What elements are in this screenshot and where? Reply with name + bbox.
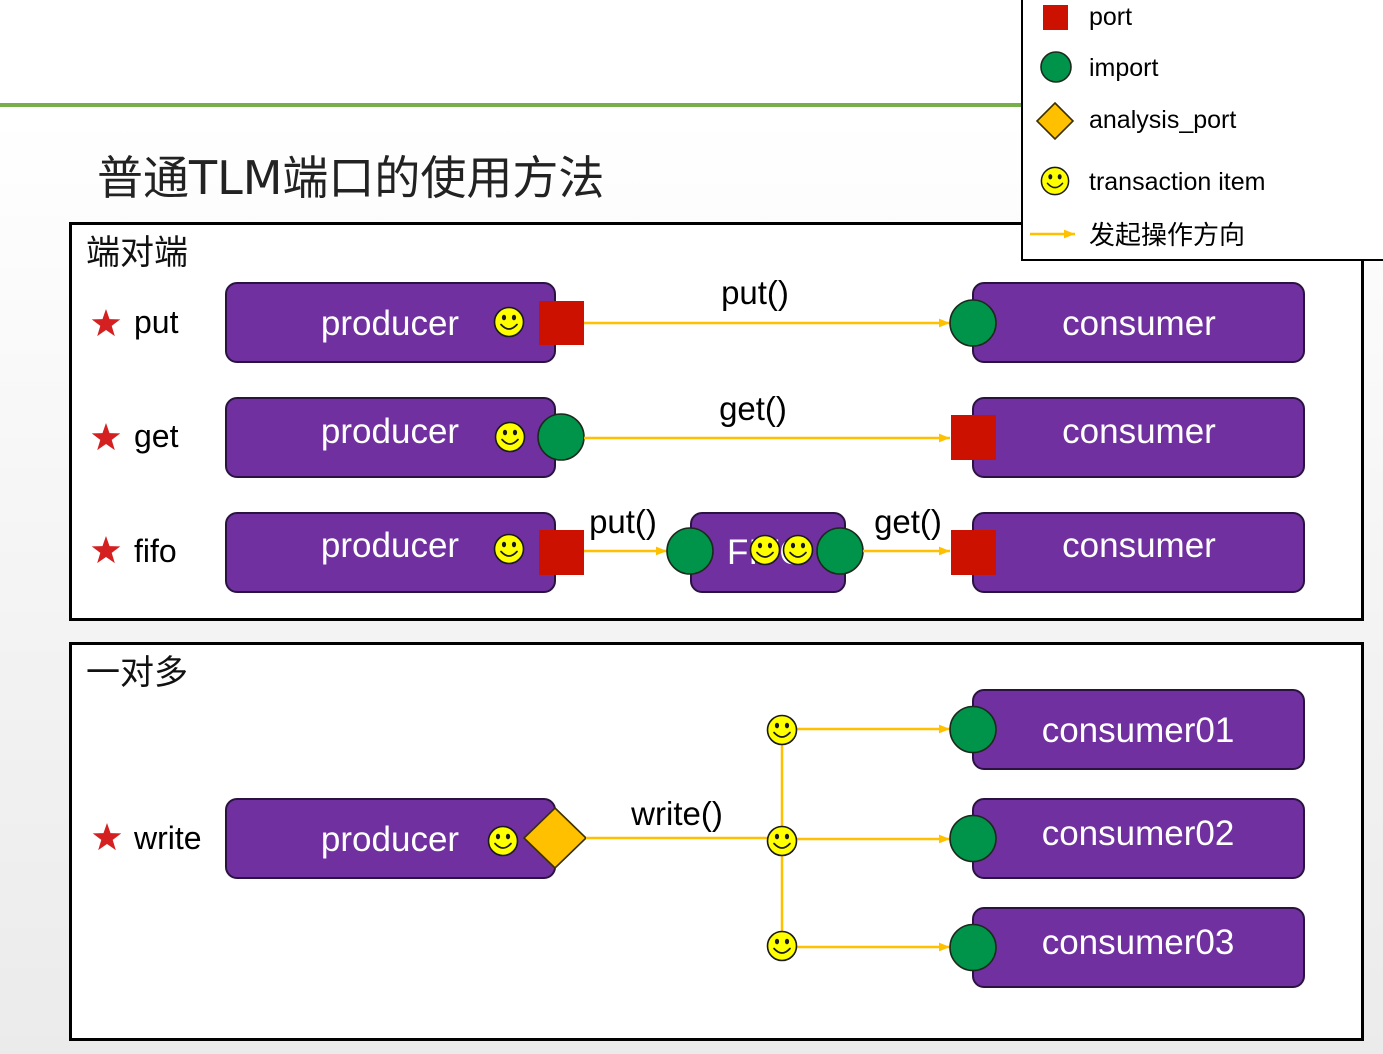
import-circle-icon bbox=[949, 923, 997, 972]
producer-label: producer bbox=[321, 526, 459, 565]
analysis-port-diamond-icon bbox=[1035, 101, 1075, 141]
legend-box bbox=[1021, 0, 1383, 261]
legend: port import analysis_port transaction it… bbox=[1021, 0, 1383, 261]
legend-label-transaction: transaction item bbox=[1089, 168, 1265, 196]
one-to-many-label: 一对多 bbox=[86, 653, 188, 693]
end-to-end-panel: 端对端 put producer put() consumer get prod… bbox=[69, 222, 1364, 621]
legend-label-analysis-port: analysis_port bbox=[1089, 106, 1236, 134]
port-square-icon bbox=[539, 530, 584, 575]
smiley-icon bbox=[493, 533, 525, 565]
import-circle-icon bbox=[666, 527, 714, 575]
header-rule bbox=[0, 103, 1022, 107]
star-icon bbox=[91, 536, 121, 564]
row-get: get producer get() consumer bbox=[91, 390, 1305, 478]
legend-label-direction: 发起操作方向 bbox=[1089, 221, 1245, 251]
write-call-label: write() bbox=[630, 795, 723, 832]
legend-label-port: port bbox=[1089, 3, 1132, 31]
smiley-icon bbox=[1040, 166, 1070, 196]
port-square-icon bbox=[951, 415, 996, 460]
star-icon bbox=[91, 309, 121, 337]
fifo-put-call-label: put() bbox=[589, 503, 657, 540]
consumer-label: consumer02 bbox=[1042, 814, 1235, 853]
smiley-icon bbox=[494, 421, 526, 453]
row-write: write producer write() consumer01 consum… bbox=[92, 689, 1305, 988]
import-circle-icon bbox=[816, 527, 864, 575]
smiley-icon bbox=[766, 825, 798, 857]
row-put: put producer put() consumer bbox=[91, 274, 1305, 363]
slide-title: 普通TLM端口的使用方法 bbox=[97, 151, 604, 205]
row-fifo: fifo producer put() FIFO get() consumer bbox=[91, 503, 1305, 593]
get-call-label: get() bbox=[719, 390, 787, 427]
producer-label: producer bbox=[321, 820, 459, 859]
consumer-label: consumer bbox=[1062, 304, 1216, 343]
import-circle-icon bbox=[949, 705, 997, 754]
put-call-label: put() bbox=[721, 274, 789, 311]
star-icon bbox=[92, 823, 122, 851]
import-circle-icon bbox=[949, 814, 997, 863]
consumer-label: consumer01 bbox=[1042, 711, 1235, 750]
smiley-icon bbox=[493, 306, 525, 338]
smiley-icon bbox=[766, 930, 798, 962]
producer-label: producer bbox=[321, 412, 459, 451]
import-circle-icon bbox=[1040, 51, 1072, 83]
consumer-label: consumer bbox=[1062, 412, 1216, 451]
import-circle-icon bbox=[537, 413, 585, 461]
port-square-icon bbox=[1043, 5, 1068, 30]
consumer-label: consumer bbox=[1062, 526, 1216, 565]
smiley-icon bbox=[749, 534, 781, 566]
one-to-many-panel: 一对多 write producer write() consumer01 co… bbox=[69, 642, 1364, 1041]
row-label-get: get bbox=[134, 418, 179, 454]
producer-label: producer bbox=[321, 304, 459, 343]
row-label-write: write bbox=[133, 820, 202, 856]
analysis-port-diamond-icon bbox=[522, 806, 588, 870]
smiley-icon bbox=[782, 534, 814, 566]
legend-label-import: import bbox=[1089, 54, 1159, 82]
smiley-icon bbox=[487, 825, 519, 857]
end-to-end-label: 端对端 bbox=[86, 233, 188, 273]
star-icon bbox=[91, 423, 121, 451]
consumer-label: consumer03 bbox=[1042, 923, 1235, 962]
import-circle-icon bbox=[949, 299, 997, 347]
smiley-icon bbox=[766, 714, 798, 746]
port-square-icon bbox=[951, 530, 996, 575]
row-label-fifo: fifo bbox=[134, 533, 177, 569]
port-square-icon bbox=[539, 301, 584, 345]
fifo-get-call-label: get() bbox=[874, 503, 942, 540]
row-label-put: put bbox=[134, 304, 179, 340]
